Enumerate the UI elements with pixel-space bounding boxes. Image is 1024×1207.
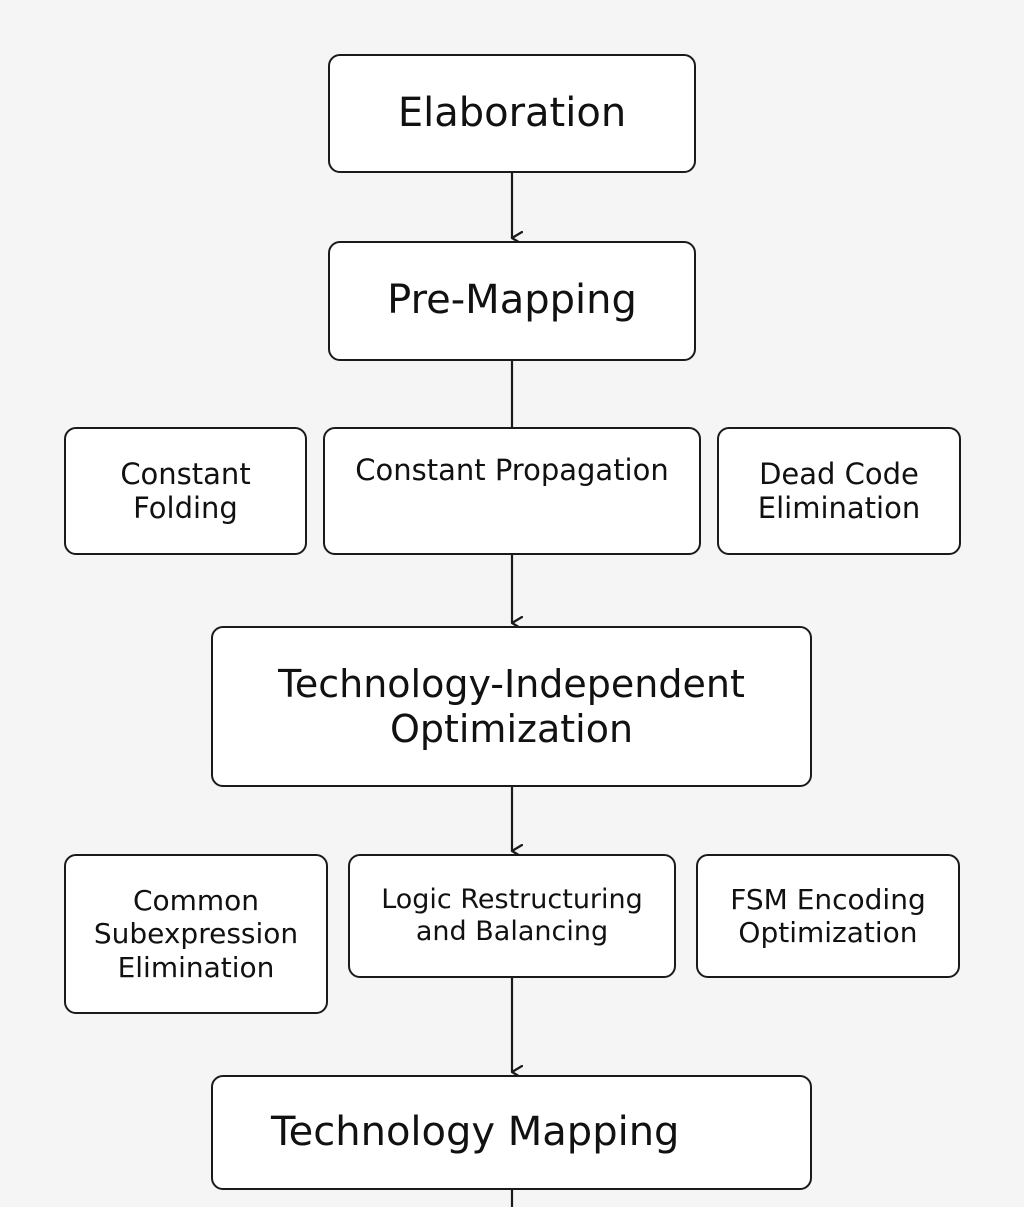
pre-mapping-label: Pre-Mapping: [387, 277, 637, 324]
tech-independent-optimization-box: Technology-Independent Optimization: [211, 626, 812, 787]
constant-folding-box: Constant Folding: [64, 427, 307, 555]
constant-folding-label: Constant Folding: [120, 456, 251, 525]
dead-code-elimination-box: Dead Code Elimination: [717, 427, 961, 555]
constant-propagation-label: Constant Propagation: [355, 453, 669, 487]
constant-propagation-box: Constant Propagation: [323, 427, 701, 555]
elaboration-label: Elaboration: [397, 89, 627, 136]
common-subexpression-elimination-label: Common Subexpression Elimination: [93, 884, 299, 984]
fsm-encoding-label: FSM Encoding Optimization: [730, 882, 926, 949]
pre-mapping-box: Pre-Mapping: [328, 241, 696, 361]
elaboration-box: Elaboration: [328, 54, 696, 173]
technology-mapping-label: Technology Mapping: [271, 1108, 680, 1155]
logic-restructuring-label: Logic Restructuring and Balancing: [381, 884, 643, 947]
dead-code-elimination-label: Dead Code Elimination: [757, 456, 921, 525]
common-subexpression-elimination-box: Common Subexpression Elimination: [64, 854, 328, 1014]
logic-restructuring-box: Logic Restructuring and Balancing: [348, 854, 676, 978]
technology-mapping-box: Technology Mapping: [211, 1075, 812, 1190]
fsm-encoding-box: FSM Encoding Optimization: [696, 854, 960, 978]
tech-independent-optimization-label: Technology-Independent Optimization: [278, 661, 745, 751]
